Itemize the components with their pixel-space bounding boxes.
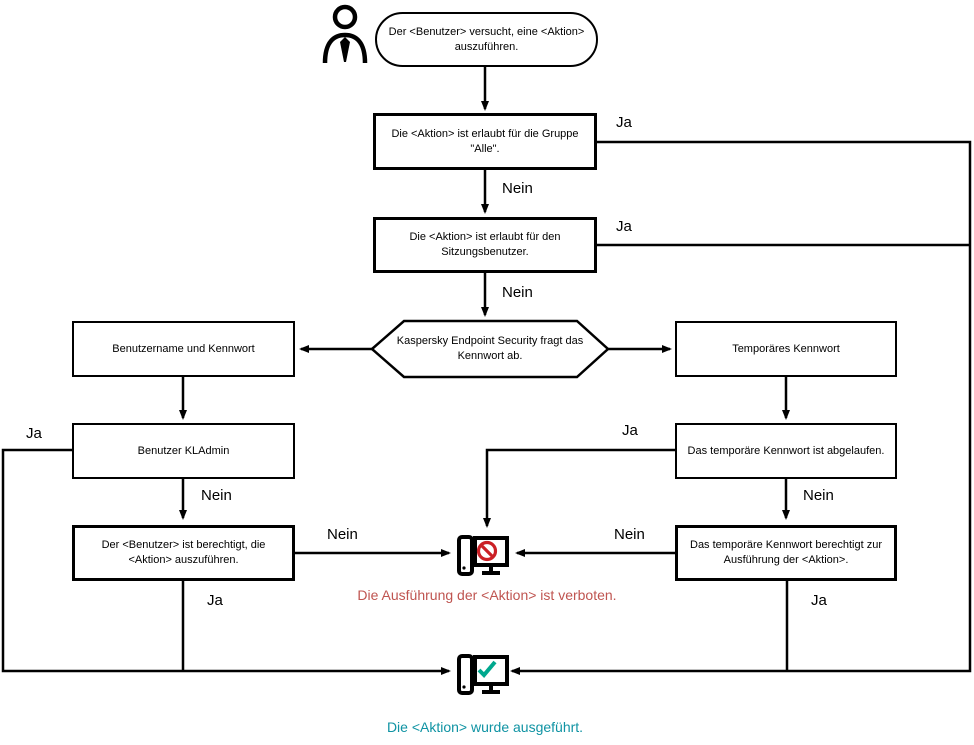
- label-nein-temp-auth: Nein: [614, 526, 645, 543]
- node-password-prompt: Kaspersky Endpoint Security fragt das Ke…: [396, 335, 584, 362]
- label-nein-expired: Nein: [803, 487, 834, 504]
- prohibition-slash: [480, 544, 494, 558]
- node-username-password: Benutzername und Kennwort: [72, 321, 295, 377]
- edge-groupall-ja: [510, 140, 972, 675]
- node-group-all: Die <Aktion> ist erlaubt für die Gruppe …: [373, 113, 597, 170]
- label-nein-group-all: Nein: [502, 180, 533, 197]
- node-temporary-password: Temporäres Kennwort: [675, 321, 897, 377]
- node-temp-expired: Das temporäre Kennwort ist abgelaufen.: [675, 423, 897, 479]
- person-icon: [322, 4, 368, 64]
- label-ja-expired: Ja: [622, 422, 638, 439]
- label-nein-session: Nein: [502, 284, 533, 301]
- node-kladmin: Benutzer KLAdmin: [72, 423, 295, 479]
- password-prompt-hexagon: [370, 319, 610, 379]
- computer-check-icon: [457, 654, 509, 695]
- caption-executed: Die <Aktion> wurde ausgeführt.: [386, 719, 584, 735]
- label-nein-authorized: Nein: [327, 526, 358, 543]
- label-ja-session: Ja: [616, 218, 632, 235]
- edge-kladmin-ja: [1, 448, 451, 675]
- node-user-authorized: Der <Benutzer> ist berechtigt, die <Akti…: [72, 525, 295, 581]
- label-nein-kladmin: Nein: [201, 487, 232, 504]
- check-mark: [477, 660, 497, 678]
- caption-forbidden: Die Ausführung der <Aktion> ist verboten…: [357, 587, 617, 603]
- label-ja-authorized: Ja: [207, 592, 223, 609]
- node-temp-authorizes: Das temporäre Kennwort berechtigt zur Au…: [675, 525, 897, 581]
- label-ja-temp-auth: Ja: [811, 592, 827, 609]
- edge-expired-ja: [483, 448, 675, 528]
- node-start: Der <Benutzer> versucht, eine <Aktion> a…: [375, 12, 598, 67]
- label-ja-group-all: Ja: [616, 114, 632, 131]
- label-ja-kladmin: Ja: [26, 425, 42, 442]
- node-session-user: Die <Aktion> ist erlaubt für den Sitzung…: [373, 217, 597, 273]
- computer-prohibited-icon: [457, 535, 509, 576]
